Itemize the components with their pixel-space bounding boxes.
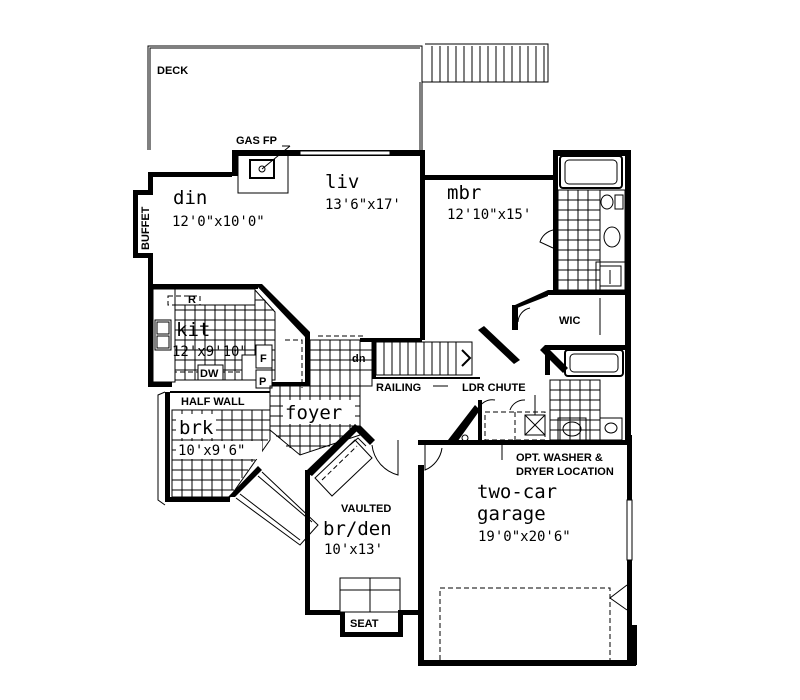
br-den-label: br/den [323, 518, 392, 540]
liv-label: liv [325, 171, 359, 193]
laundry: LDR CHUTE OPT. WASHER & DRYER LOCATION [461, 382, 614, 478]
buffet-label: BUFFET [140, 206, 152, 250]
buffet: BUFFET [140, 206, 152, 250]
liv-size: 13'6"x17' [325, 197, 401, 213]
kitchen: R F P DW kit 12'x9'10" [152, 288, 276, 389]
garage-label: garage [477, 503, 546, 525]
half-wall-label: HALF WALL [181, 396, 245, 408]
deck-label: DECK [157, 65, 188, 77]
front-door [371, 440, 399, 476]
seat-label: SEAT [350, 618, 379, 630]
mbr-door [539, 229, 554, 249]
kit-label: kit [176, 319, 210, 341]
brk-size: 10'x9'6" [178, 443, 245, 459]
stairs-down: dn [352, 341, 473, 376]
garage: two-car garage 19'0"x20'6" [439, 481, 633, 660]
hall-bath [549, 349, 624, 441]
dishwasher-label: DW [200, 368, 219, 380]
deck: DECK [147, 43, 549, 150]
railing-label: RAILING [376, 382, 421, 394]
br-den-size: 10'x13' [324, 542, 383, 558]
mbr-label: mbr [447, 182, 481, 204]
wic-label: WIC [559, 315, 580, 327]
din-label: din [173, 187, 207, 209]
garage-side-door [609, 584, 628, 611]
two-car-label: two-car [477, 481, 557, 503]
vaulted-label: VAULTED [341, 503, 391, 515]
pantry-label: P [259, 376, 266, 388]
dryer-location-label: DRYER LOCATION [516, 466, 614, 478]
dn-label: dn [352, 353, 366, 365]
bath-tile [557, 189, 601, 291]
foyer-label: foyer [285, 402, 342, 424]
breakfast: HALF WALL brk 10'x9'6" [157, 391, 319, 546]
deck-stairs [431, 46, 545, 82]
freezer-label: F [260, 353, 267, 365]
master-bath-upper [557, 155, 626, 291]
br-den: VAULTED br/den 10'x13' SEAT [314, 437, 401, 630]
opt-washer-label: OPT. WASHER & [516, 452, 603, 464]
refrigerator-label: R [188, 294, 196, 306]
mbr-size: 12'10"x15' [447, 207, 531, 223]
gas-fp-label: GAS FP [236, 135, 277, 147]
din-size: 12'0"x10'0" [172, 214, 265, 230]
brk-label: brk [179, 417, 214, 439]
ldr-chute-label: LDR CHUTE [462, 382, 526, 394]
wic-door [517, 307, 531, 323]
kit-size: 12'x9'10" [172, 344, 248, 360]
garage-door-entry [424, 440, 443, 471]
gas-fireplace: GAS FP [232, 135, 291, 194]
walls [133, 150, 637, 666]
garage-size: 19'0"x20'6" [478, 529, 571, 545]
